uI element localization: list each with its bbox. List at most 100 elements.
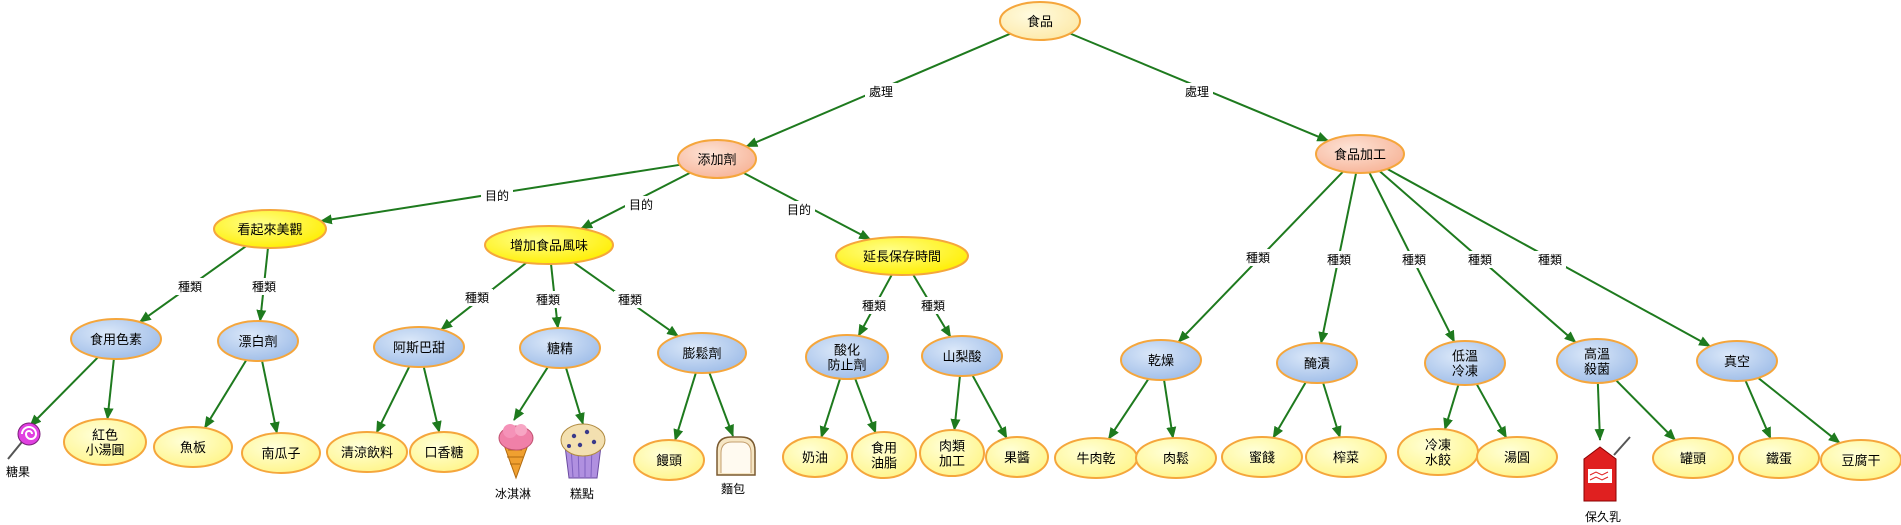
node-shape	[326, 431, 408, 473]
node-canned: 罐頭	[1652, 437, 1734, 479]
node-label: 冷凍水餃	[1425, 438, 1451, 469]
node-pickling: 醃漬	[1276, 342, 1358, 384]
node-shape	[409, 431, 479, 473]
edge-label-kind: 種類	[536, 293, 560, 307]
node-label: 食品	[1027, 14, 1053, 30]
node-shape	[484, 225, 614, 265]
edge-label-kind: 種類	[1246, 251, 1270, 265]
edge-label-bg	[1323, 251, 1355, 268]
node-red-tangyuan: 紅色小湯圓	[63, 418, 147, 466]
node-label: 魚板	[180, 441, 206, 456]
edge-label-bg	[174, 278, 206, 295]
node-shape	[519, 327, 601, 369]
ice-cream-icon	[498, 424, 534, 480]
node-label: 蜜餞	[1249, 451, 1275, 466]
node-soft-drink: 清涼飲料	[326, 431, 408, 473]
node-dumplings: 冷凍水餃	[1397, 428, 1479, 476]
node-shape	[153, 426, 233, 468]
edge-label-bg	[614, 291, 646, 308]
node-shape	[835, 236, 969, 276]
edge-antioxidant-to-cream	[819, 378, 842, 439]
node-aspartame: 阿斯巴甜	[373, 326, 465, 368]
edge-pickling-to-pickles	[1322, 382, 1342, 439]
node-shape	[657, 332, 747, 374]
node-label: 鐵蛋	[1766, 451, 1792, 467]
node-shape	[1221, 436, 1303, 478]
edge-leavening-to-mantou	[673, 372, 697, 442]
node-looks: 看起來美觀	[213, 209, 327, 249]
edge-bleach-to-fishcake	[203, 359, 248, 429]
node-leavening: 膨鬆劑	[657, 332, 747, 374]
edge-label-bg	[917, 297, 949, 314]
node-lowtemp: 低溫冷凍	[1424, 340, 1506, 386]
edge-label-bg	[1534, 251, 1566, 268]
edge-label-kind: 種類	[252, 280, 276, 294]
node-meat-proc: 肉類加工	[919, 429, 985, 477]
node-label: 饅頭	[656, 454, 682, 469]
edge-label-kind: 種類	[1402, 253, 1426, 267]
node-label: 罐頭	[1680, 452, 1706, 467]
node-label: 糖精	[547, 341, 573, 357]
node-vacuum: 真空	[1696, 340, 1778, 382]
node-label: 山梨酸	[942, 350, 981, 365]
edge-label-process: 處理	[869, 85, 893, 99]
node-label: 果醬	[1004, 450, 1030, 466]
edge-label-kind: 種類	[1468, 253, 1492, 267]
node-shape	[1820, 439, 1901, 481]
edge-vacuum-to-egg	[1744, 380, 1772, 440]
node-processing: 食品加工	[1315, 134, 1405, 174]
edge-label-process: 處理	[1185, 85, 1209, 99]
edge-label-kind: 種類	[862, 299, 886, 313]
edge-label-purpose: 目的	[485, 188, 509, 203]
edge-label-bg	[783, 201, 815, 218]
edge-saccharin-to-icecream	[513, 366, 549, 421]
edge-lowtemp-to-tangyuan	[1475, 383, 1508, 439]
edge-label-bg	[481, 187, 513, 204]
edge-label-kind: 種類	[465, 291, 489, 305]
node-label: 看起來美觀	[237, 222, 302, 238]
edge-label-bg	[625, 196, 657, 213]
edge-label-kind: 種類	[1538, 253, 1562, 267]
node-shape	[633, 439, 705, 481]
node-label: 食用油脂	[871, 441, 897, 472]
node-additive: 添加劑	[677, 139, 757, 179]
node-label: 膨鬆劑	[682, 346, 721, 362]
node-label: 真空	[1724, 355, 1750, 370]
node-label: 食用色素	[90, 332, 142, 348]
node-label: 食品加工	[1334, 147, 1386, 163]
lollipop-icon	[7, 422, 41, 460]
nodes-layer: 食品添加劑食品加工看起來美觀增加食品風味延長保存時間食用色素漂白劑阿斯巴甜糖精膨…	[63, 1, 1901, 481]
node-candied: 蜜餞	[1221, 436, 1303, 478]
edge-label-bg	[532, 291, 564, 308]
edge-label-bg	[865, 83, 897, 100]
edge-antioxidant-to-edible-oil	[854, 378, 877, 434]
node-label: 延長保存時間	[863, 250, 941, 265]
picture-label-pastry: 糕點	[570, 487, 594, 501]
edge-label-bg	[248, 278, 280, 295]
node-shape	[1696, 340, 1778, 382]
edge-labels-layer: 處理處理目的目的目的種類種類種類種類種類種類種類種類種類種類種類種類	[174, 83, 1566, 314]
node-label: 醃漬	[1304, 356, 1330, 372]
node-shape	[1276, 342, 1358, 384]
edge-label-purpose: 目的	[629, 197, 653, 212]
node-shape	[63, 418, 147, 466]
node-label: 添加劑	[697, 152, 736, 168]
edge-coloring-to-red-tangyuan	[103, 358, 115, 421]
node-floss: 肉鬆	[1135, 437, 1217, 479]
node-cream: 奶油	[782, 436, 848, 478]
node-shape	[782, 436, 848, 478]
node-shape	[805, 334, 889, 380]
node-label: 阿斯巴甜	[393, 340, 445, 356]
node-shape	[1135, 437, 1217, 479]
node-shape	[677, 139, 757, 179]
node-label: 酸化防止劑	[827, 344, 866, 374]
node-label: 紅色小湯圓	[85, 428, 124, 459]
node-mantou: 饅頭	[633, 439, 705, 481]
node-jam: 果醬	[985, 436, 1049, 478]
edge-aspartame-to-gum	[422, 366, 442, 434]
edge-label-bg	[1464, 251, 1496, 268]
node-shape	[217, 320, 299, 362]
edge-drying-to-jerky	[1107, 378, 1150, 440]
node-shelf: 延長保存時間	[835, 236, 969, 276]
